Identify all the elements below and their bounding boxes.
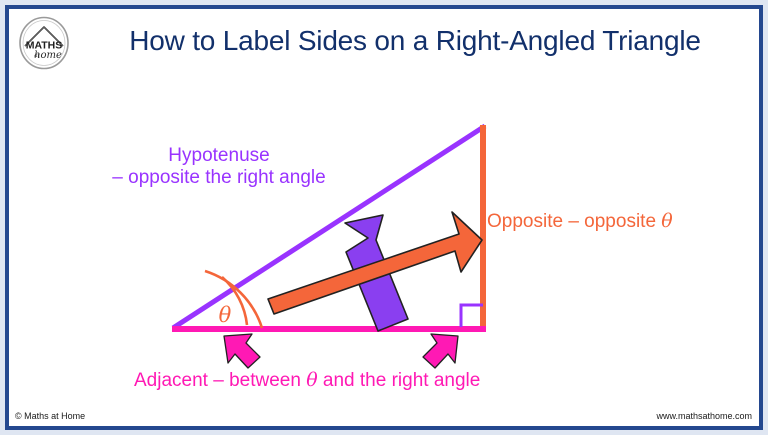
- page-title: How to Label Sides on a Right-Angled Tri…: [129, 25, 701, 56]
- footer-website[interactable]: www.mathsathome.com: [656, 411, 752, 421]
- footer-copyright: © Maths at Home: [15, 411, 86, 421]
- opposite-label-text: Opposite – opposite: [487, 211, 662, 232]
- hypotenuse-label-line2: – opposite the right angle: [112, 167, 326, 189]
- adjacent-label-theta: θ: [306, 369, 318, 391]
- maths-at-home-logo: MATHS at home: [17, 16, 71, 70]
- slide-frame: MATHS at home How to Label Sides on a Ri…: [5, 5, 763, 430]
- adjacent-pointer-arrow-right: [422, 333, 459, 369]
- hypotenuse-label: Hypotenuse – opposite the right angle: [64, 145, 374, 190]
- adjacent-pointer-arrow-left: [223, 333, 261, 369]
- theta-symbol: θ: [219, 303, 232, 327]
- logo-icon: MATHS at home: [19, 16, 69, 70]
- logo-primary-text: MATHS: [26, 40, 63, 52]
- logo-script-prefix: at: [34, 53, 40, 59]
- right-angled-triangle-figure: θ: [171, 123, 487, 369]
- opposite-label-theta: θ: [661, 210, 673, 232]
- theta-angle-arc-2: [204, 269, 264, 329]
- hypotenuse-label-line1: Hypotenuse: [168, 145, 270, 166]
- hypotenuse-side: [171, 123, 487, 331]
- opposite-label: Opposite – opposite θ: [487, 210, 673, 233]
- right-angle-marker-icon: [459, 303, 483, 327]
- adjacent-label-text-after: and the right angle: [317, 370, 481, 391]
- adjacent-label-text-before: Adjacent – between: [134, 370, 307, 391]
- opposite-pointer-arrow: [267, 211, 483, 315]
- slide-canvas: MATHS at home How to Label Sides on a Ri…: [9, 9, 759, 426]
- adjacent-label: Adjacent – between θ and the right angle: [134, 369, 480, 392]
- logo-script-text: home: [34, 50, 62, 61]
